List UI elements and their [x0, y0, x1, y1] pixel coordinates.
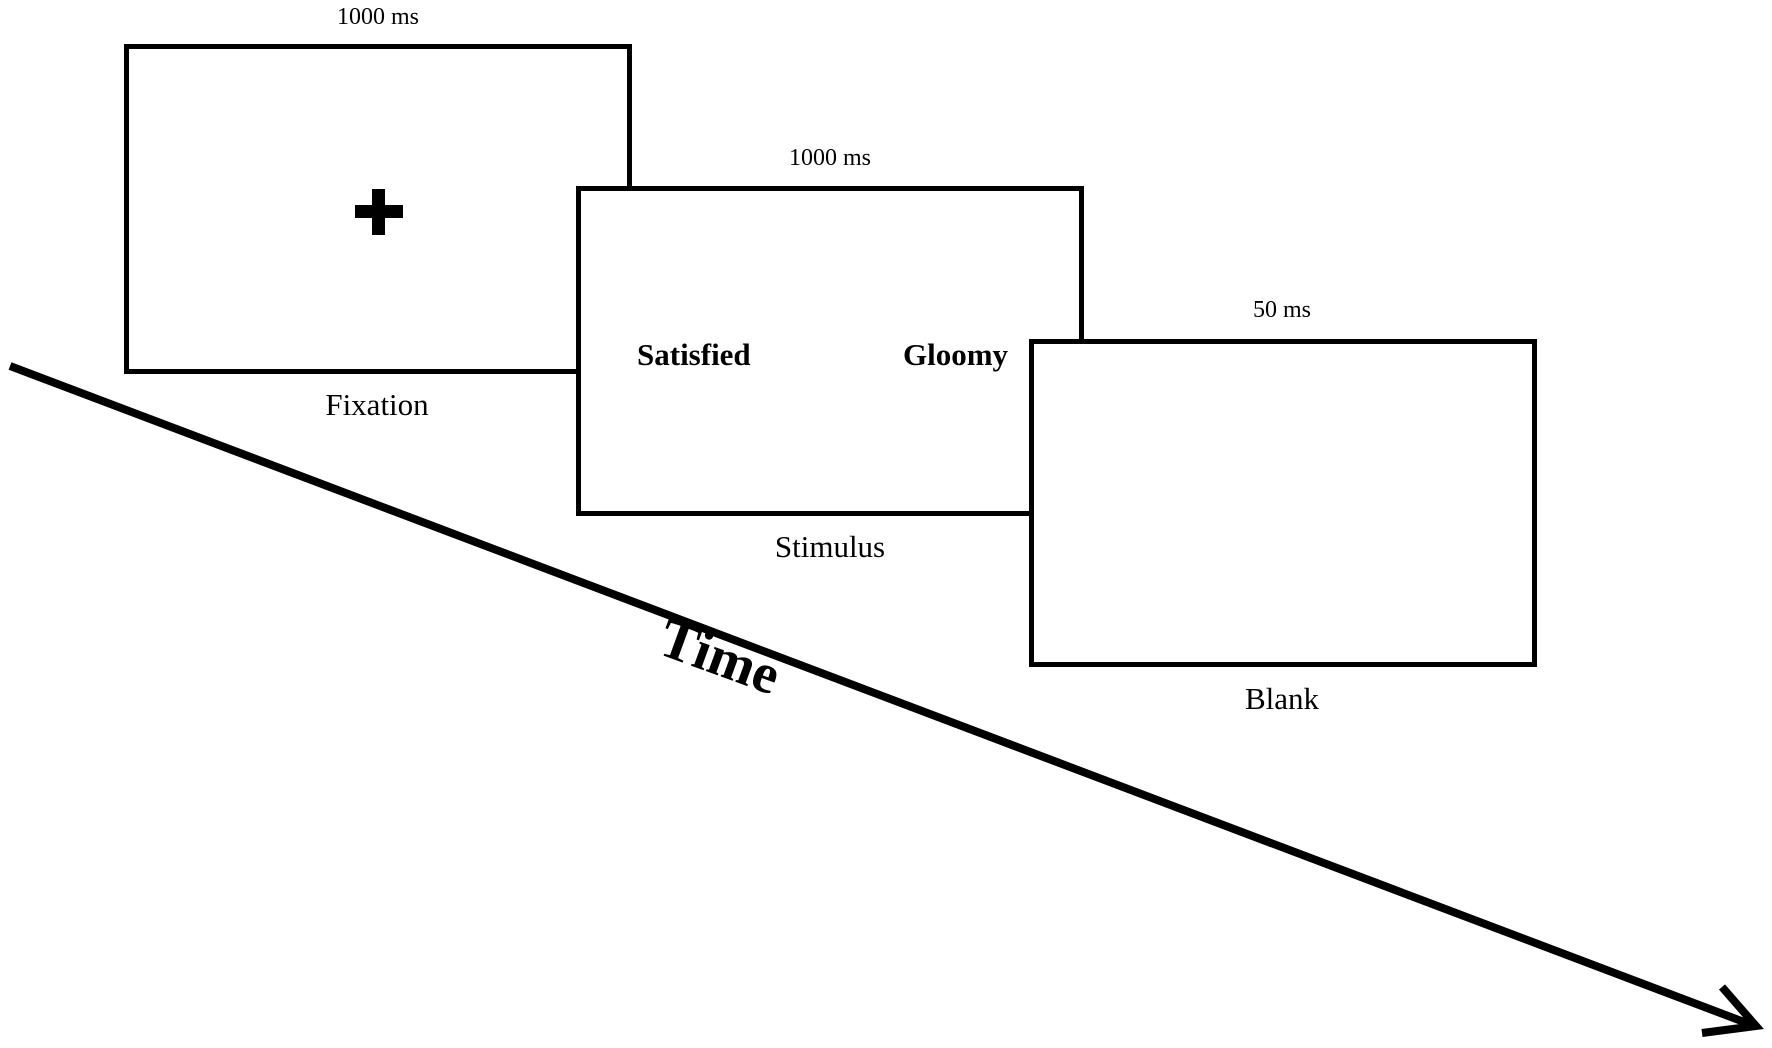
time-arrowhead	[1701, 984, 1764, 1037]
stimulus-duration: 1000 ms	[788, 145, 871, 171]
blank-caption: Blank	[1244, 681, 1320, 716]
stimulus-right-word: Gloomy	[903, 337, 1009, 372]
stimulus-left-word: Satisfied	[637, 337, 751, 372]
fixation-cross-icon	[355, 189, 403, 235]
stimulus-screen: Satisfied Gloomy	[576, 186, 1084, 516]
fixation-caption: Fixation	[325, 387, 429, 422]
blank-screen	[1029, 339, 1537, 667]
fixation-duration: 1000 ms	[336, 4, 419, 30]
blank-duration: 50 ms	[1252, 297, 1311, 323]
fixation-screen	[124, 44, 632, 374]
stimulus-caption: Stimulus	[774, 529, 886, 564]
time-arrow-line	[8, 362, 1754, 1029]
